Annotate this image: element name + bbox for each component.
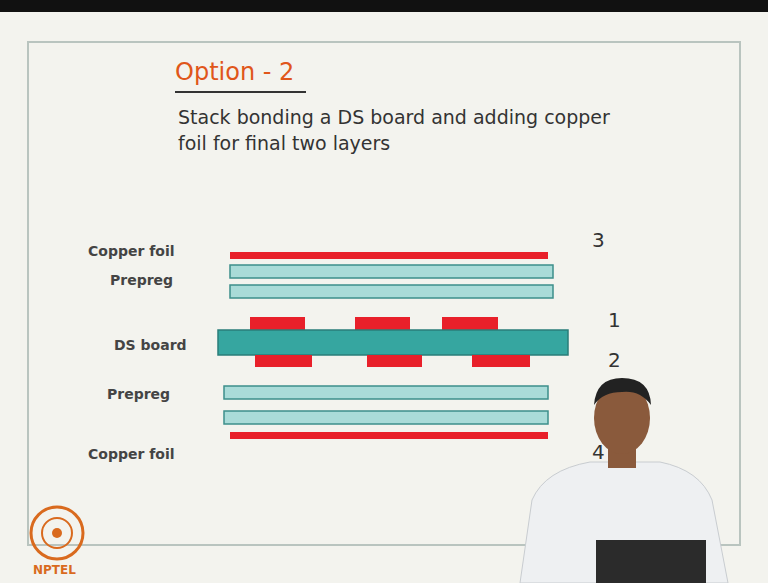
prepreg-layer <box>230 285 553 298</box>
layer-number: 3 <box>592 228 605 252</box>
prepreg-layer <box>230 265 553 278</box>
layer-number: 2 <box>608 348 621 372</box>
copper-foil-layer <box>230 432 548 439</box>
layer-label: Copper foil <box>88 243 175 259</box>
presenter-figure <box>520 378 728 583</box>
layer-number: 1 <box>608 308 621 332</box>
copper-pad <box>367 355 422 367</box>
copper-pad <box>250 317 305 330</box>
logo-text: NPTEL <box>33 563 76 577</box>
copper-pad <box>442 317 498 330</box>
prepreg-layer <box>224 386 548 399</box>
ds-board-core <box>218 330 568 355</box>
prepreg-layer <box>224 411 548 424</box>
slide-title: Option - 2 <box>175 58 294 86</box>
copper-pad <box>255 355 312 367</box>
nptel-logo <box>31 507 83 559</box>
copper-foil-layer <box>230 252 548 259</box>
slide-statement: Stack bonding a DS board and adding copp… <box>178 104 618 156</box>
layer-label: DS board <box>114 337 187 353</box>
top-bar <box>0 0 768 12</box>
copper-pad <box>472 355 530 367</box>
title-underline <box>175 91 306 93</box>
layer-number: 4 <box>592 440 605 464</box>
copper-pad <box>355 317 410 330</box>
layer-label: Copper foil <box>88 446 175 462</box>
layer-label: Prepreg <box>110 272 173 288</box>
layer-label: Prepreg <box>107 386 170 402</box>
